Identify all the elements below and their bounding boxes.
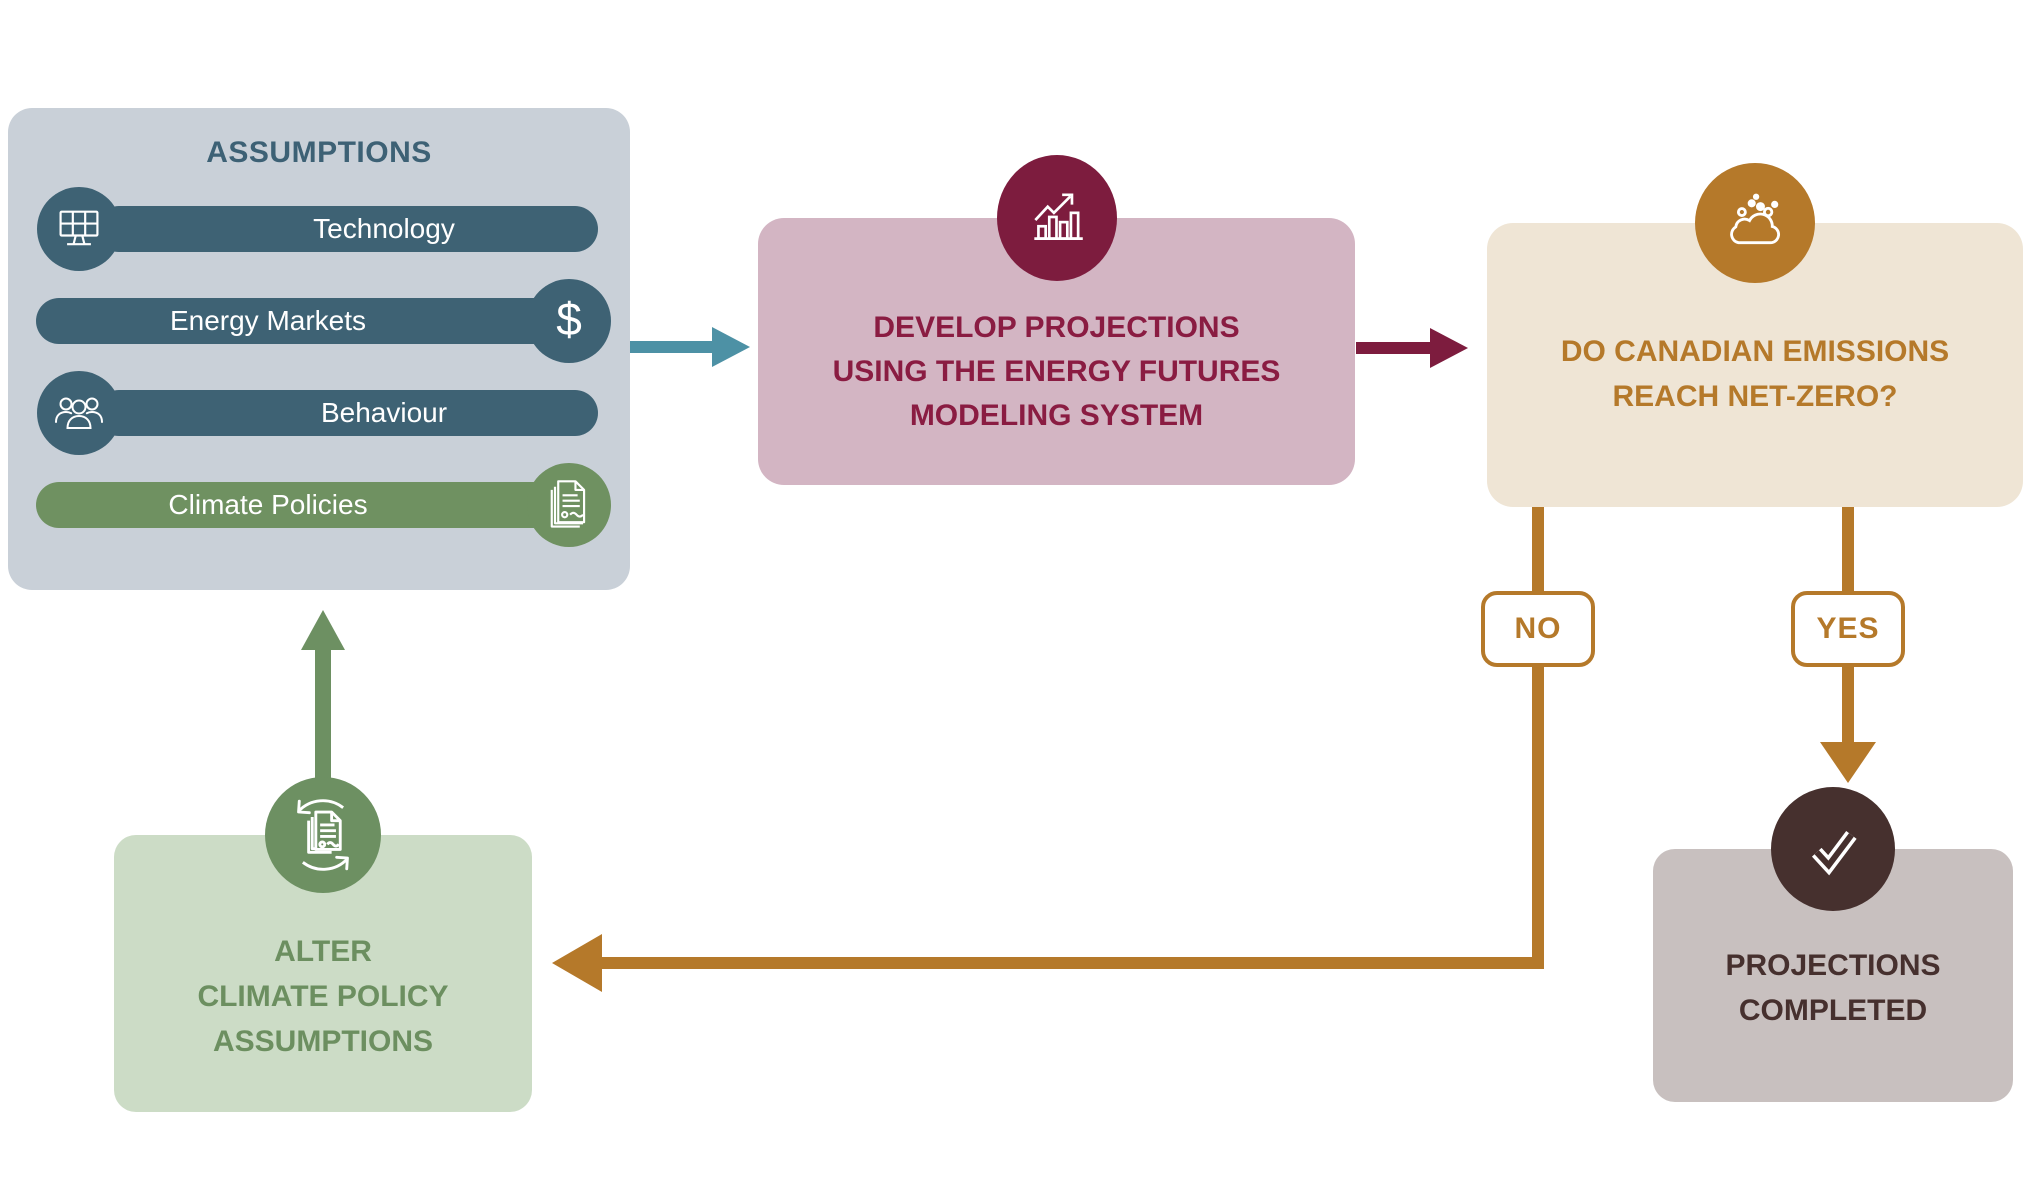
net-zero-question-text: DO CANADIAN EMISSIONS REACH NET-ZERO? — [1487, 223, 2023, 507]
assumption-item-energy-markets: Energy Markets $ — [8, 279, 630, 363]
assumptions-box: ASSUMPTIONS Technology Energy Markets — [8, 108, 630, 590]
develop-to-decision-arrow — [1356, 328, 1468, 368]
projections-completed-text: PROJECTIONS COMPLETED — [1653, 849, 2013, 1102]
climate-policies-pill: Climate Policies — [36, 482, 598, 528]
emissions-cloud-icon — [1695, 163, 1815, 283]
develop-line-3: MODELING SYSTEM — [909, 398, 1204, 432]
assumption-item-climate-policies: Climate Policies — [8, 463, 630, 547]
no-path-arrow — [552, 505, 1544, 992]
technology-label: Technology — [313, 213, 455, 244]
bar-chart-trend-icon — [996, 155, 1117, 281]
no-label: NO — [1514, 612, 1562, 645]
alter-line-1: ALTER — [274, 935, 372, 968]
completed-line-1: PROJECTIONS — [1725, 948, 1941, 982]
develop-projections-text: DEVELOP PROJECTIONS USING THE ENERGY FUT… — [758, 218, 1355, 485]
technology-pill: Technology — [96, 206, 598, 252]
cycle-documents-icon — [265, 777, 381, 893]
behaviour-label: Behaviour — [320, 397, 448, 428]
decision-line-2: REACH NET-ZERO? — [1612, 380, 1898, 413]
yes-label: YES — [1816, 612, 1880, 645]
alter-line-2: CLIMATE POLICY — [197, 980, 449, 1013]
alter-line-3: ASSUMPTIONS — [212, 1025, 434, 1058]
completed-line-2: COMPLETED — [1738, 993, 1928, 1027]
assumption-item-technology: Technology — [8, 187, 630, 271]
energy-markets-label: Energy Markets — [169, 305, 367, 336]
check-icon — [1771, 787, 1895, 911]
solar-panel-icon — [37, 187, 121, 271]
decision-line-1: DO CANADIAN EMISSIONS — [1560, 335, 1950, 368]
assumptions-to-develop-arrow — [630, 327, 750, 367]
dollar-icon: $ — [527, 279, 611, 363]
energy-markets-pill: Energy Markets — [36, 298, 598, 344]
net-zero-decision-box: DO CANADIAN EMISSIONS REACH NET-ZERO? — [1487, 163, 2023, 507]
projections-completed-box: PROJECTIONS COMPLETED — [1653, 787, 2013, 1102]
alter-assumptions-text: ALTER CLIMATE POLICY ASSUMPTIONS — [114, 835, 532, 1112]
alter-assumptions-box: ALTER CLIMATE POLICY ASSUMPTIONS — [114, 777, 532, 1112]
behaviour-pill: Behaviour — [96, 390, 598, 436]
documents-icon — [527, 463, 611, 547]
develop-line-2: USING THE ENERGY FUTURES — [832, 354, 1281, 388]
assumptions-title: ASSUMPTIONS — [206, 136, 432, 169]
assumption-item-behaviour: Behaviour — [8, 371, 630, 455]
climate-policies-label: Climate Policies — [168, 489, 368, 520]
people-icon — [37, 371, 121, 455]
develop-projections-box: DEVELOP PROJECTIONS USING THE ENERGY FUT… — [758, 155, 1355, 485]
develop-line-1: DEVELOP PROJECTIONS — [873, 310, 1240, 344]
alter-to-assumptions-arrow — [301, 610, 345, 803]
dollar-glyph: $ — [556, 293, 582, 345]
yes-badge: YES — [1791, 591, 1905, 667]
no-badge: NO — [1481, 591, 1595, 667]
